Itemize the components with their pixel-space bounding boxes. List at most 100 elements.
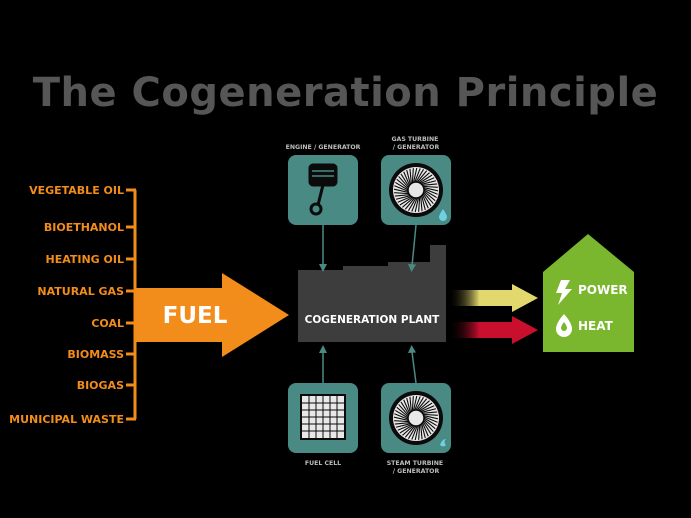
- turbine-blade: [397, 195, 412, 203]
- engine-generator-label: ENGINE / GENERATOR: [286, 144, 361, 151]
- turbine-blade: [394, 194, 410, 197]
- turbine-blade: [414, 168, 421, 183]
- turbine-blade: [418, 197, 421, 212]
- turbine-blade: [398, 404, 409, 416]
- turbine-blade: [394, 420, 409, 423]
- flame-icon: [556, 314, 572, 337]
- turbine-blade: [421, 195, 426, 211]
- turbine-blade: [403, 399, 411, 414]
- fuel-arrow: FUEL: [135, 273, 289, 357]
- turbine-blade: [422, 183, 438, 186]
- turbine-blade: [423, 192, 434, 204]
- turbine-blade: [423, 413, 438, 416]
- plant-label: COGENERATION PLANT: [305, 314, 441, 326]
- turbine-blade: [414, 396, 421, 411]
- turbine-blade: [400, 173, 410, 187]
- cogeneration-plant: COGENERATION PLANT: [298, 245, 446, 342]
- turbine-blade: [406, 397, 411, 413]
- turbine-icon: [389, 163, 443, 217]
- turbine-blade: [414, 197, 420, 213]
- consumer-house: POWER HEAT: [543, 234, 634, 352]
- turbine-blade: [422, 421, 432, 435]
- svg-text:FUEL CELL: FUEL CELL: [305, 460, 341, 467]
- turbine-blade: [418, 425, 421, 440]
- turbine-blade: [423, 418, 436, 430]
- turbine-blade: [411, 197, 418, 212]
- turbine-blade: [395, 195, 411, 200]
- water-drop-icon: [439, 209, 447, 221]
- turbine-blade: [421, 423, 426, 439]
- fuel-label: BIOMASS: [67, 348, 124, 361]
- turbine-blade: [395, 181, 409, 191]
- fuel-label: HEATING OIL: [46, 253, 125, 266]
- turbine-blade: [404, 425, 416, 438]
- turbine-blade: [394, 413, 409, 420]
- turbine-blade: [418, 172, 430, 183]
- fuel-arrow-label: FUEL: [163, 303, 228, 329]
- turbine-blade: [409, 396, 412, 412]
- turbine-blade: [397, 423, 412, 431]
- turbine-blade: [415, 169, 425, 183]
- fuel-label: MUNICIPAL WASTE: [9, 413, 124, 426]
- turbine-blade: [395, 423, 411, 428]
- turbine-blade: [418, 400, 430, 411]
- turbine-blade: [394, 192, 409, 195]
- power-label: POWER: [578, 283, 628, 297]
- fuel-cell-box: FUEL CELL: [288, 345, 358, 467]
- turbine-blade: [423, 186, 439, 192]
- turbine-blade: [419, 174, 433, 184]
- turbine-blade: [420, 424, 423, 440]
- turbine-blade: [399, 196, 413, 206]
- heat-arrow: [448, 316, 538, 344]
- turbine-blade: [423, 420, 434, 432]
- svg-text:ENGINE / GENERATOR: ENGINE / GENERATOR: [286, 144, 361, 151]
- turbine-blade: [420, 405, 435, 413]
- turbine-blade: [416, 170, 428, 183]
- gas-turbine-label-line1: GAS TURBINE: [391, 136, 438, 143]
- turbine-blade: [400, 401, 410, 415]
- steam-turbine-generator-box: STEAM TURBINE / GENERATOR: [381, 345, 451, 475]
- turbine-blade: [423, 190, 436, 202]
- turbine-blade: [406, 169, 411, 185]
- steam-icon: [440, 439, 446, 447]
- turbine-blade: [421, 422, 429, 437]
- turbine-blade: [393, 416, 409, 422]
- turbine-blade: [394, 185, 409, 192]
- turbine-blade: [402, 425, 414, 436]
- turbine-blade: [409, 168, 412, 184]
- turbine-blade: [423, 189, 437, 199]
- turbine-blade: [395, 409, 409, 419]
- turbine-blade: [412, 167, 418, 183]
- engine-generator-box: ENGINE / GENERATOR: [286, 144, 361, 272]
- turbine-blade: [421, 408, 437, 413]
- turbine-blade: [414, 425, 420, 441]
- fuel-cell-grid-icon: [300, 394, 346, 440]
- turbine-blade: [421, 194, 429, 209]
- turbine-blade: [420, 177, 435, 185]
- turbine-blade: [394, 422, 410, 425]
- gas-turbine-generator-box: GAS TURBINE / GENERATOR: [381, 136, 451, 272]
- steam-turbine-icon: [389, 391, 443, 445]
- fuel-cell-label: FUEL CELL: [305, 460, 341, 467]
- turbine-blade: [423, 188, 438, 195]
- turbine-blade: [422, 193, 432, 207]
- turbine-blade: [411, 168, 414, 183]
- fuel-label: NATURAL GAS: [37, 285, 124, 298]
- turbine-blade: [423, 416, 438, 423]
- turbine-blade: [411, 425, 418, 440]
- turbine-blade: [402, 197, 414, 208]
- turbine-blade: [404, 197, 416, 210]
- turbine-blade: [416, 398, 428, 411]
- turbine-blade: [415, 397, 425, 411]
- lightning-icon: [556, 280, 572, 305]
- piston-icon: [308, 163, 338, 216]
- steam-turbine-label-line2: / GENERATOR: [393, 468, 440, 475]
- turbine-blade: [393, 188, 409, 194]
- turbine-blade: [398, 176, 409, 188]
- turbine-blade: [396, 406, 409, 418]
- turbine-blade: [423, 414, 439, 420]
- turbine-blade: [407, 197, 417, 211]
- turbine-blade: [411, 396, 414, 411]
